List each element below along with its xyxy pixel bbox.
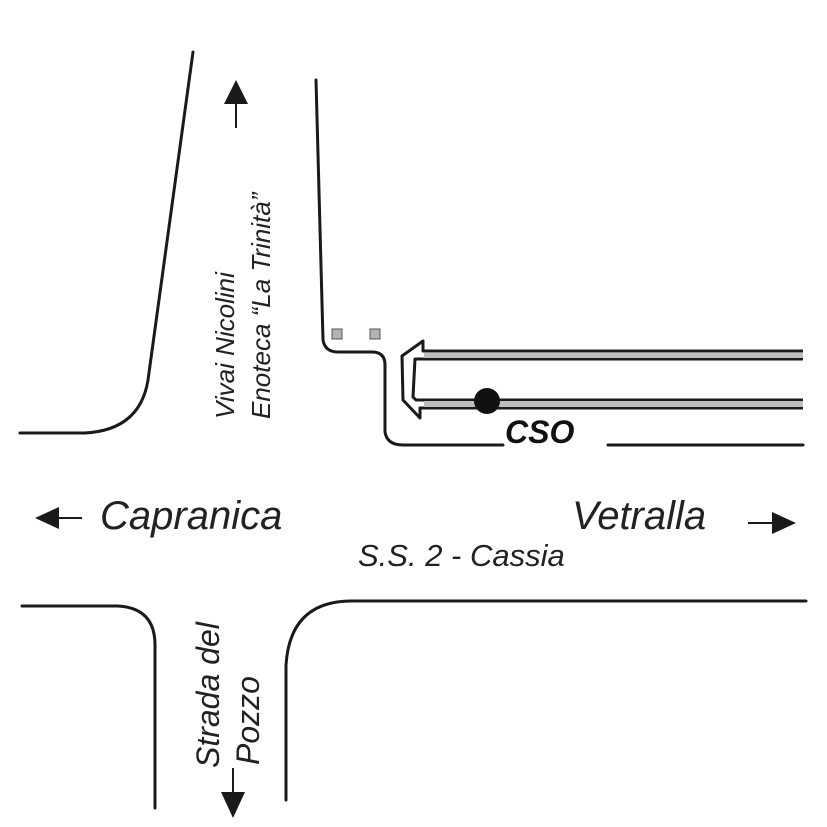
- main-road-label: S.S. 2 - Cassia: [358, 538, 565, 573]
- arrow-up-icon: [224, 80, 248, 128]
- south-road-left-edge: [20, 604, 157, 810]
- arrow-left-icon: [35, 507, 82, 529]
- double-line-arrow-left-icon: [400, 339, 803, 420]
- south-road-label-line2: Pozzo: [230, 676, 266, 765]
- marker-square: [369, 328, 381, 340]
- arrow-right-icon: [748, 512, 796, 534]
- north-road-right-edge: [314, 78, 505, 447]
- east-destination-label: Vetralla: [572, 494, 706, 538]
- south-road-right-edge: [284, 599, 808, 802]
- arrow-down-icon: [221, 768, 245, 818]
- south-road-label-line1: Strada del: [190, 621, 226, 768]
- west-destination-label: Capranica: [100, 494, 282, 538]
- north-road-label-line1: Vivai Nicolini: [210, 271, 240, 419]
- north-road-left-edge: [18, 50, 195, 435]
- cso-label: CSO: [505, 414, 574, 450]
- marker-square: [331, 328, 343, 340]
- filled-circle-icon: [474, 388, 500, 414]
- north-road-label-line2: Enoteca “La Trinità”: [246, 191, 276, 419]
